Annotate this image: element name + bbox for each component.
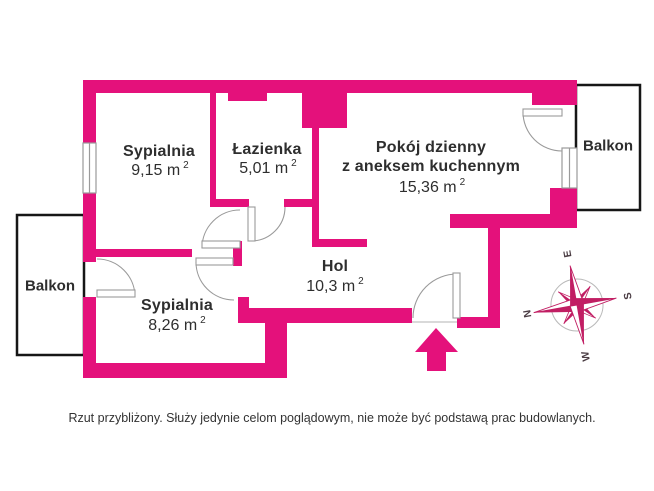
area-value: 15,36 m	[398, 179, 457, 196]
balcony-left-label: Balkon	[24, 277, 76, 295]
wall-riser	[238, 297, 249, 323]
wall-left-mid	[83, 193, 96, 262]
area-value: 5,01 m	[239, 160, 289, 177]
area-sup: 2	[183, 160, 189, 171]
balcony-right-outline	[574, 83, 642, 212]
wall-bedroom-divider	[96, 249, 192, 257]
wall-right-chunk-bottom	[550, 188, 577, 214]
room-label-lazienka: Łazienka	[232, 141, 302, 158]
window-left	[82, 142, 97, 194]
balcony-left-outline	[15, 213, 86, 357]
disclaimer-caption: Rzut przybliżony. Służy jedynie celom po…	[68, 410, 596, 425]
wall-b-vertical	[488, 222, 500, 328]
wall-bath-bottom-east	[284, 199, 318, 207]
windows	[82, 142, 578, 194]
wall-hol-bottom	[238, 308, 412, 323]
doors	[96, 108, 563, 323]
wall-entry-right	[457, 317, 500, 328]
wall-divider-bath	[210, 92, 216, 207]
wall-a-horizontal	[450, 214, 577, 228]
wall-left-lower	[83, 297, 96, 378]
compass-e: E	[561, 249, 574, 258]
entrance-arrow	[415, 328, 458, 371]
wall-left-upper	[83, 80, 96, 143]
wall-stem	[265, 318, 287, 378]
room-label-hol: Hol	[321, 258, 349, 275]
wall-top	[85, 80, 577, 93]
balcony-right-label: Balkon	[582, 137, 634, 155]
room-label-sypialnia-915: Sypialnia	[122, 143, 196, 160]
wall-kitchen-foot	[312, 239, 367, 247]
area-value: 8,26 m	[148, 317, 198, 334]
wall-top-notch	[228, 92, 267, 101]
wall-bath-bottom-west	[216, 199, 249, 207]
walls	[83, 80, 577, 378]
wall-kitchen-vertical	[312, 128, 319, 247]
wall-shaft	[302, 92, 347, 128]
door-entry	[412, 272, 461, 323]
room-label-pokoj-dzienny: Pokój dzienny	[375, 139, 487, 156]
area-sup: 2	[358, 276, 364, 287]
wall-right-chunk-top	[532, 92, 577, 105]
wall-hinge-chunk	[233, 241, 242, 266]
door-balcony-right	[522, 108, 563, 152]
compass-s: S	[622, 291, 635, 300]
compass-rose: N E S W	[521, 249, 635, 362]
area-sup: 2	[200, 315, 206, 326]
compass-star	[533, 265, 617, 345]
door-balcony-left	[96, 258, 136, 298]
window-right	[561, 147, 578, 189]
door-bedroom-826	[195, 257, 235, 301]
area-sup: 2	[459, 177, 466, 188]
wall-bottom-bedroom	[83, 363, 287, 378]
room-label-pokoj-dzienny-2: z aneksem kuchennym	[341, 158, 521, 175]
area-value: 10,3 m	[306, 278, 356, 295]
door-bathroom	[247, 206, 286, 242]
area-sup: 2	[291, 158, 297, 169]
room-label-sypialnia-826: Sypialnia	[140, 297, 214, 314]
area-value: 9,15 m	[131, 162, 181, 179]
compass-letters: N E S W	[521, 249, 635, 362]
compass-n: N	[521, 309, 534, 319]
door-bedroom-915	[201, 209, 241, 249]
compass-w: W	[579, 350, 593, 362]
